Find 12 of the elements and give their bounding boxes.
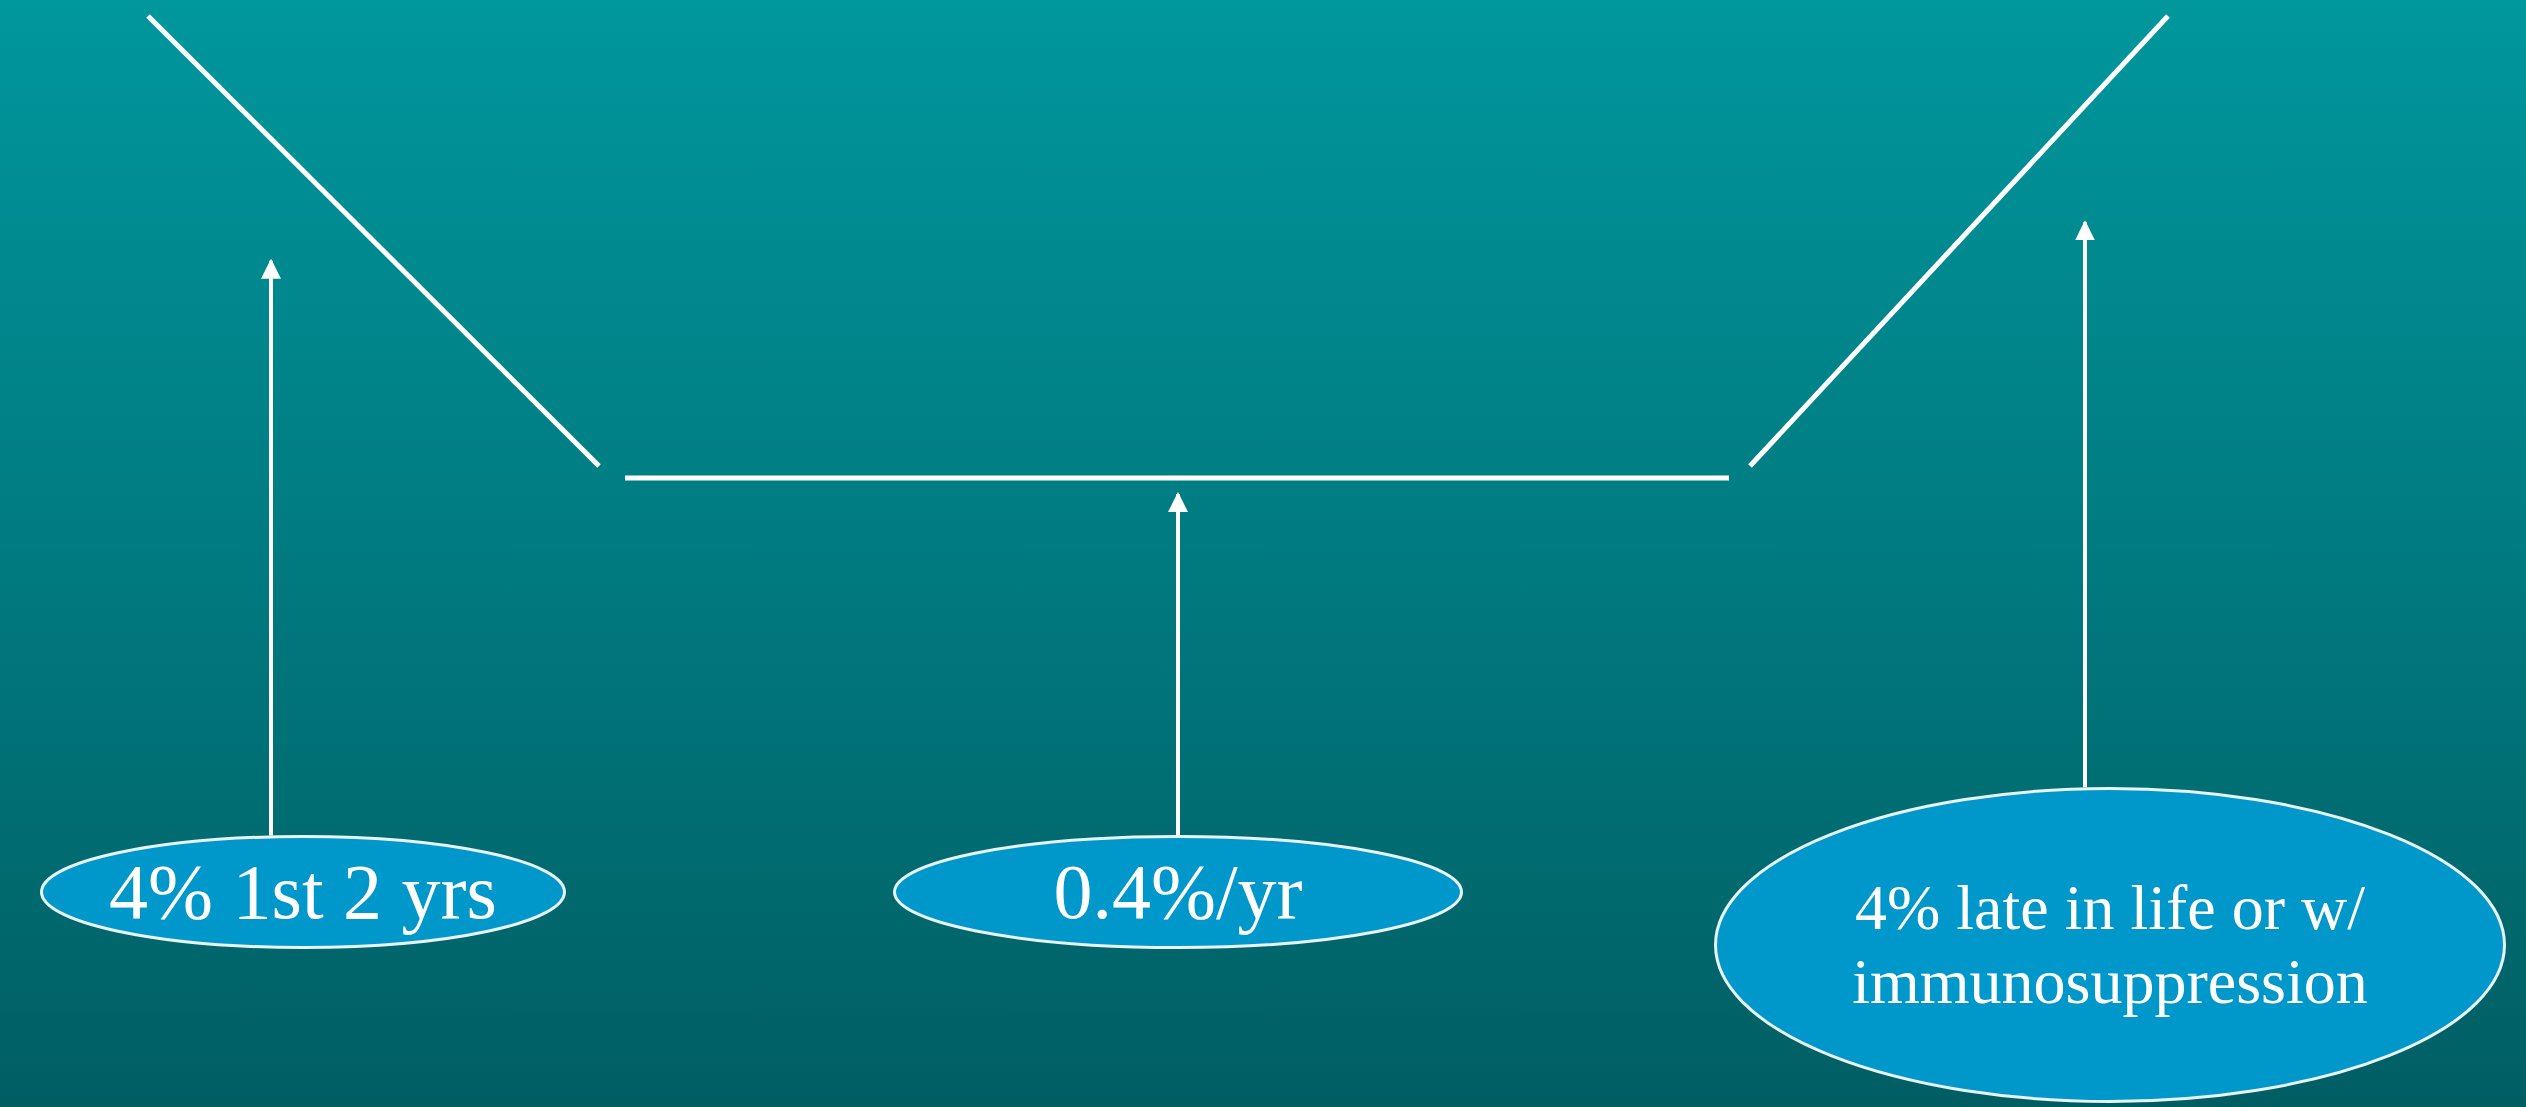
- rate-label: 4% 1st 2 yrs: [109, 847, 497, 937]
- oval: [1714, 787, 2506, 1103]
- oval: [40, 835, 566, 949]
- arrow: [2075, 220, 2095, 788]
- rate-label: 4% late in life or w/ immunosuppression: [1852, 871, 2368, 1019]
- curve-segment: [148, 14, 599, 468]
- arrow: [261, 258, 281, 836]
- curve-segment: [1750, 14, 2168, 468]
- arrow: [1168, 492, 1188, 835]
- oval: [893, 835, 1463, 949]
- curve-segment: [625, 476, 1729, 480]
- rate-label: 0.4%/yr: [1053, 847, 1303, 937]
